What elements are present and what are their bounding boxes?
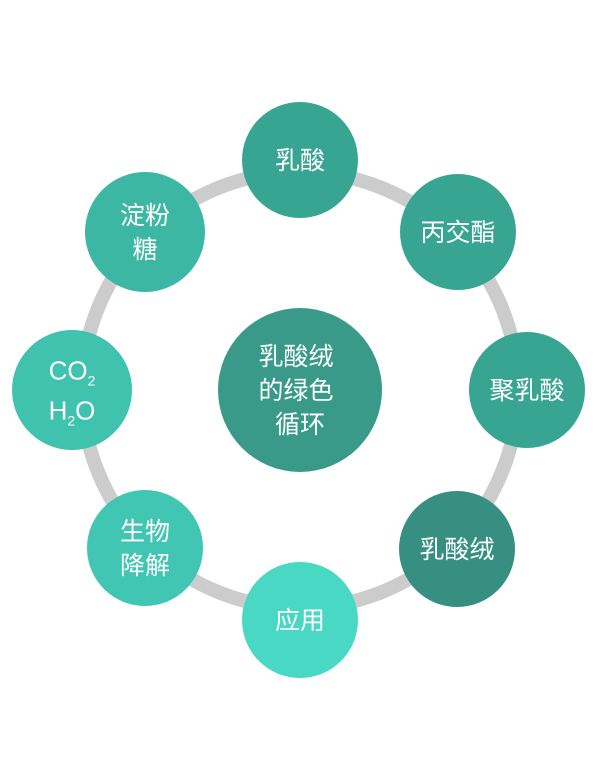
node-starch-sugar: 淀粉糖 — [85, 172, 205, 292]
node-label: 应用 — [275, 606, 325, 635]
node-polylactic-acid: 聚乳酸 — [469, 332, 585, 448]
node-label: 丙交酯 — [420, 218, 495, 247]
center-label-line-2: 的绿色 — [259, 376, 334, 405]
node-circle — [12, 330, 132, 450]
node-lactic-fiber: 乳酸绒 — [399, 491, 515, 607]
node-circle — [469, 332, 585, 448]
node-circle — [87, 490, 203, 606]
center-label-line-1: 乳酸绒 — [259, 342, 334, 371]
center-label-line-3: 循环 — [275, 410, 325, 439]
node-lactide: 丙交酯 — [400, 174, 516, 290]
node-label: 乳酸绒 — [419, 535, 494, 564]
svg-text:乳酸绒 的绿色 循环: 乳酸绒 的绿色 循环 — [259, 342, 342, 439]
node-circle — [400, 174, 516, 290]
center-node: 乳酸绒 的绿色 循环 — [218, 308, 382, 472]
node-circle — [242, 562, 358, 678]
node-label: 降解 — [120, 551, 170, 580]
node-label: 聚乳酸 — [489, 376, 564, 405]
node-label: 淀粉 — [120, 201, 170, 230]
node-circle — [399, 491, 515, 607]
formula: H2O — [49, 395, 96, 428]
node-circle — [242, 102, 358, 218]
formula: CO2 — [49, 355, 96, 388]
node-label: 乳酸 — [275, 146, 325, 175]
node-application: 应用 — [242, 562, 358, 678]
node-label: 糖 — [132, 235, 157, 264]
node-lactic-acid: 乳酸 — [242, 102, 358, 218]
node-circle — [85, 172, 205, 292]
node-label: 生物 — [120, 517, 170, 546]
